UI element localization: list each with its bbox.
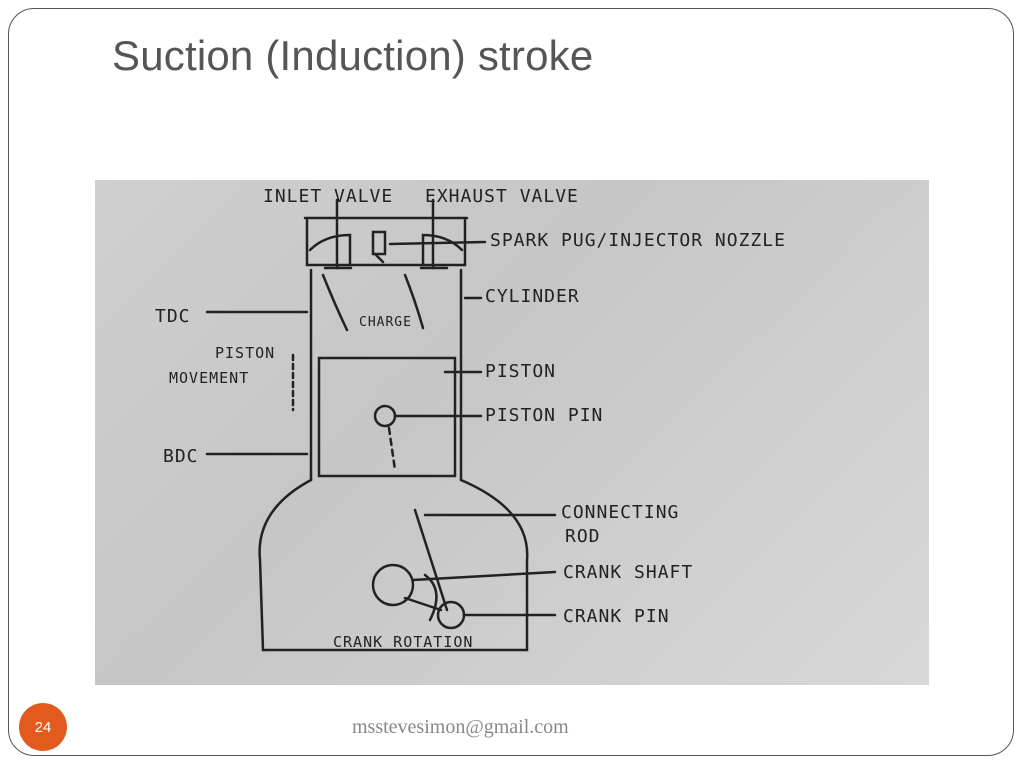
label-charge: CHARGE <box>359 315 412 330</box>
connecting-rod-hidden <box>387 426 397 472</box>
label-spark-plug: SPARK PUG/INJECTOR NOZZLE <box>490 230 786 251</box>
label-cylinder: CYLINDER <box>485 286 580 307</box>
spark-plug <box>371 230 387 256</box>
label-crank-rotation: CRANK ROTATION <box>333 633 473 651</box>
connecting-rod <box>413 508 449 612</box>
label-piston-movement-2: MOVEMENT <box>169 369 249 387</box>
engine-diagram: INLET VALVE EXHAUST VALVE SPARK PUG/INJE… <box>155 186 786 652</box>
crank-pin <box>436 600 466 630</box>
label-tdc: TDC <box>155 306 191 327</box>
label-exhaust-valve: EXHAUST VALVE <box>425 186 579 207</box>
slide-number-badge: 24 <box>19 703 67 751</box>
slide-frame <box>8 8 1014 756</box>
label-inlet-valve: INLET VALVE <box>263 186 393 207</box>
label-piston-pin: PISTON PIN <box>485 405 603 426</box>
crankshaft-leader <box>411 570 557 582</box>
label-bdc: BDC <box>163 446 199 467</box>
spark-leader <box>388 240 487 246</box>
label-piston: PISTON <box>485 361 556 382</box>
charge-arrow-right <box>403 273 425 330</box>
inlet-port <box>308 233 352 267</box>
slide-title: Suction (Induction) stroke <box>112 32 594 79</box>
footer-email: msstevesimon@gmail.com <box>352 716 569 738</box>
engine-sketch-photo: INLET VALVE EXHAUST VALVE SPARK PUG/INJE… <box>95 180 929 685</box>
label-crank-pin: CRANK PIN <box>563 606 670 627</box>
label-piston-movement-1: PISTON <box>215 344 275 362</box>
label-connecting-rod-2: ROD <box>565 526 601 547</box>
label-crank-shaft: CRANK SHAFT <box>563 562 693 583</box>
crank-rotation-arrow <box>423 573 438 622</box>
label-connecting-rod-1: CONNECTING <box>561 502 679 523</box>
crankcase <box>258 478 529 652</box>
piston-pin <box>373 404 397 428</box>
exhaust-port <box>421 233 464 267</box>
charge-arrow-left <box>321 273 349 332</box>
crank-shaft <box>371 563 415 607</box>
